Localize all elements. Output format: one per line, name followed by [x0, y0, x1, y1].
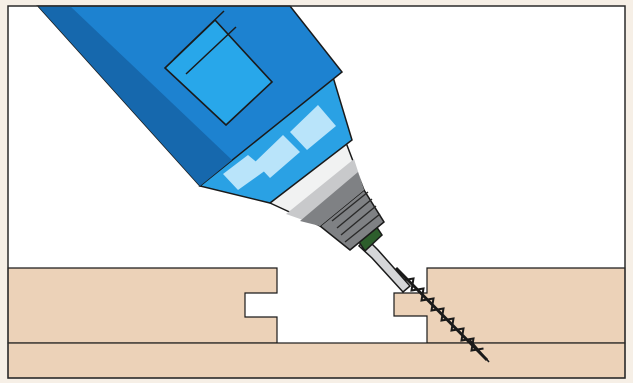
- right-board-upper: [393, 267, 626, 344]
- left-board-upper: [7, 267, 278, 344]
- screw-icon: [394, 266, 490, 363]
- bottom-board: [7, 342, 626, 379]
- frame-border: [7, 5, 626, 379]
- driver-bit: [357, 236, 412, 294]
- screwdriver-icon: [36, 5, 412, 294]
